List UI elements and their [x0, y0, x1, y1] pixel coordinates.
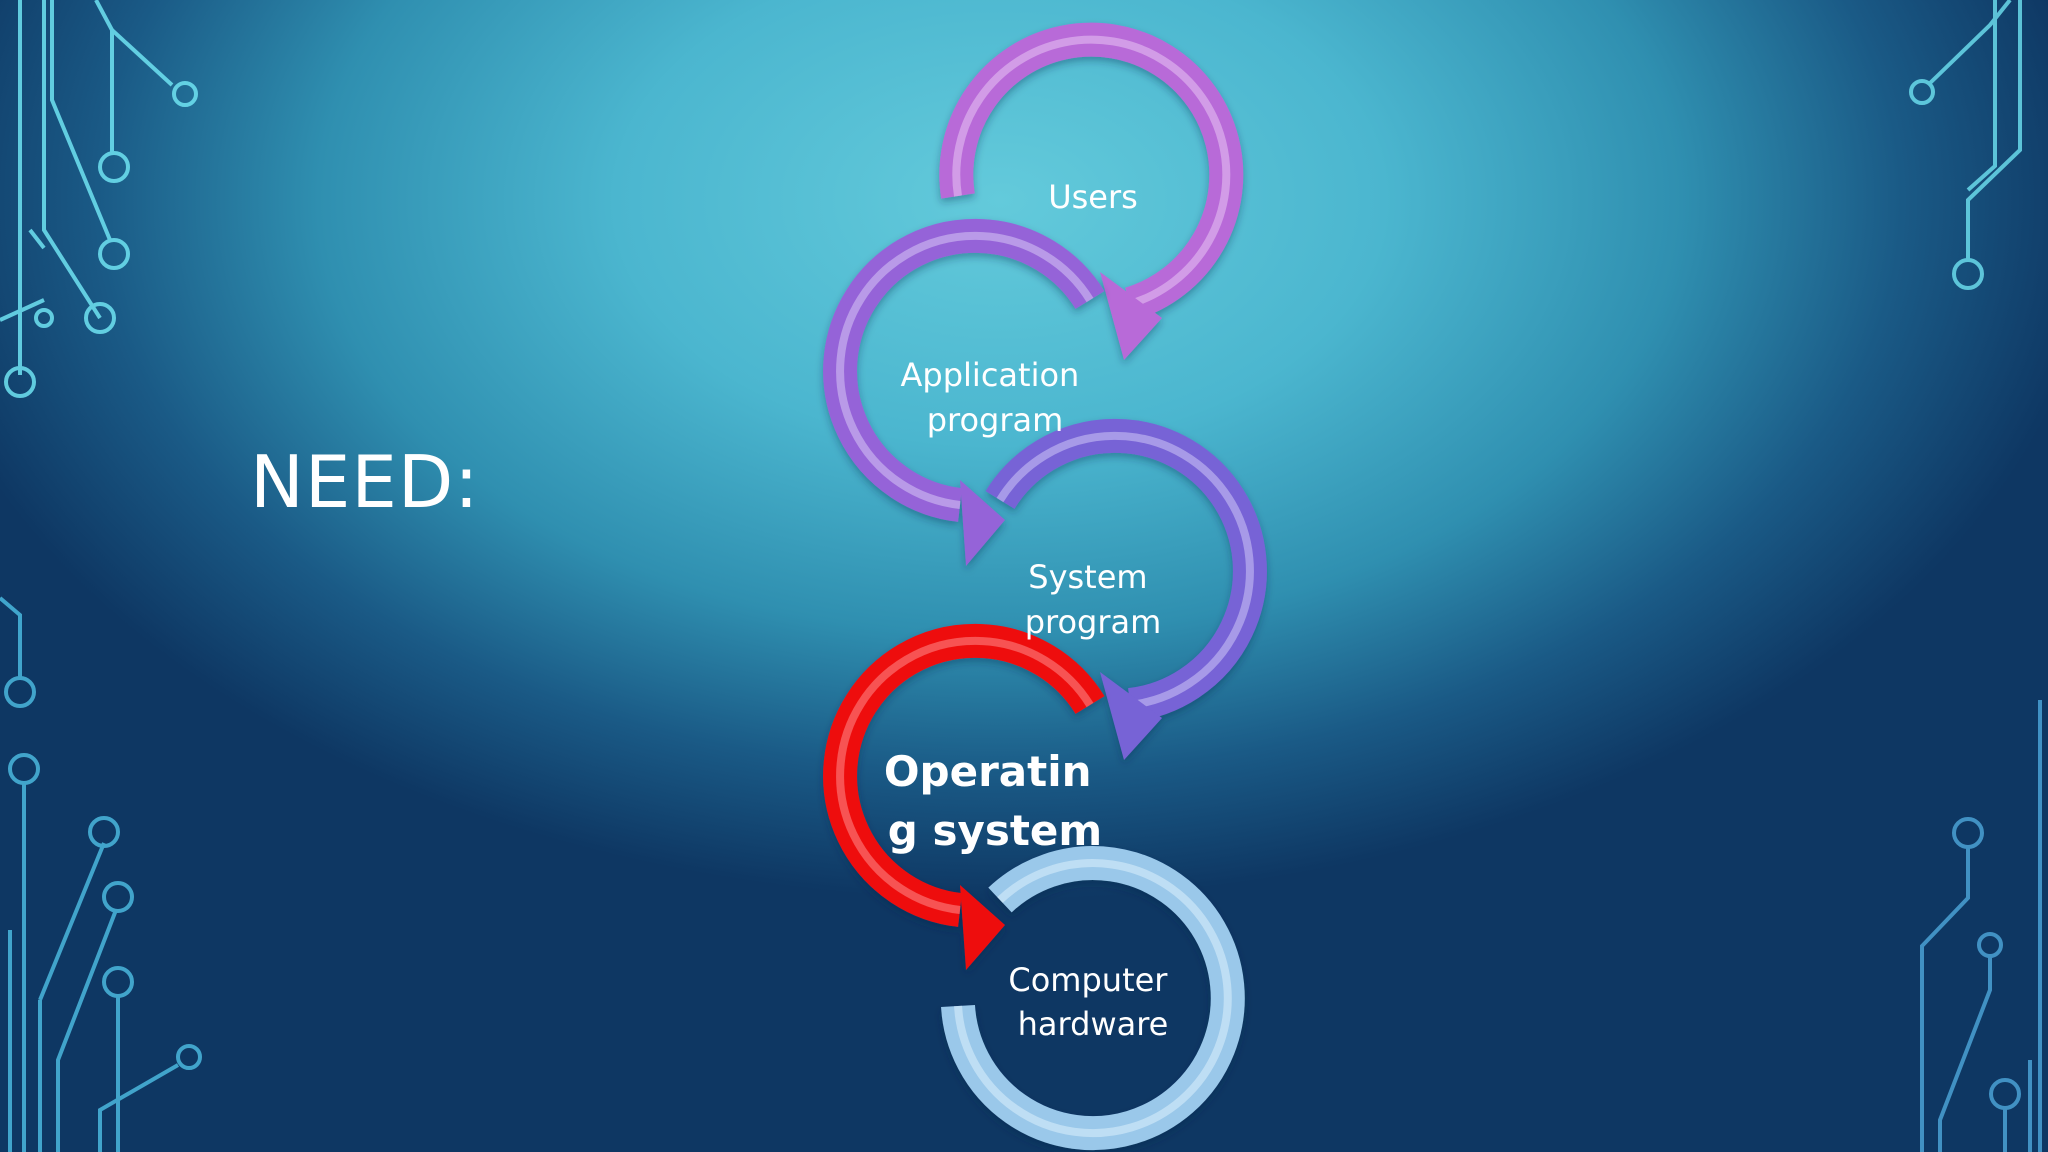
arrowhead-system-icon [1100, 672, 1162, 760]
step-operating-system [823, 623, 1105, 970]
arrowhead-operating-icon [960, 885, 1005, 970]
arrowhead-application-icon [960, 480, 1005, 566]
arrowhead-users-icon [1100, 272, 1162, 360]
step-application-program [823, 218, 1105, 566]
step-system-program [985, 418, 1267, 760]
step-label-operating-system: Operatin g system [884, 747, 1106, 855]
circuit-bottom-left-icon [0, 596, 202, 1152]
step-label-hardware: Computer hardware [1008, 961, 1177, 1043]
step-computer-hardware [941, 846, 1245, 1151]
step-label-system: System program [1025, 558, 1162, 641]
circuit-top-left-icon [0, 0, 198, 398]
step-users [939, 22, 1244, 360]
circuit-bottom-right-icon [1920, 700, 2042, 1152]
slide-heading: NEED: [250, 440, 480, 524]
step-label-users: Users [1048, 178, 1138, 216]
step-label-application: Application program [901, 356, 1090, 439]
circuit-top-right-icon [1909, 0, 2022, 290]
